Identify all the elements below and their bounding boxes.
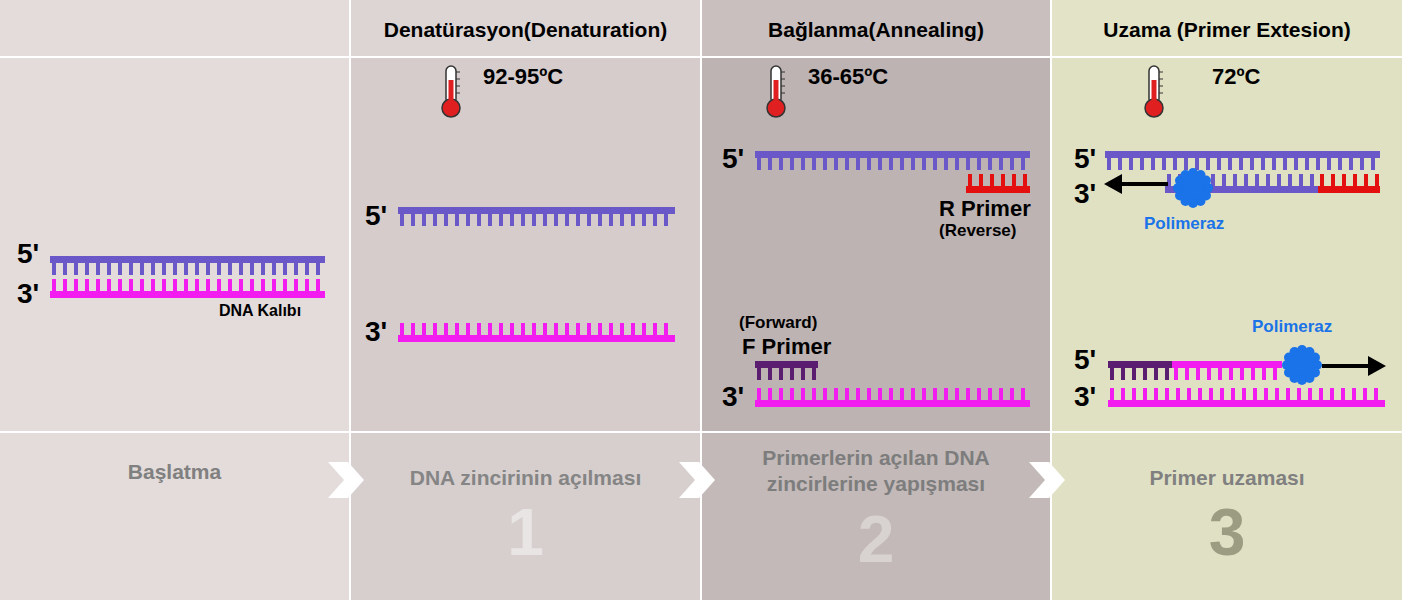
step-title: Denatürasyon(Denaturation) — [384, 17, 668, 43]
step-number: 2 — [858, 506, 895, 572]
chevron-connector — [1029, 462, 1065, 498]
step-caption: Başlatma — [128, 459, 221, 485]
header-cell: Denatürasyon(Denaturation) — [351, 0, 700, 56]
step-cell — [351, 433, 700, 600]
dna-strand — [50, 279, 325, 298]
dna-strand — [755, 151, 1030, 170]
strand-end: 5' — [722, 145, 744, 173]
step-cell — [1052, 433, 1402, 600]
panel-cell — [351, 58, 700, 431]
header-cell — [0, 0, 349, 56]
step-cell: Başlatma — [0, 433, 349, 600]
strand-end: 5' — [1074, 346, 1096, 374]
step-title: Bağlanma(Annealing) — [768, 17, 984, 43]
temperature: 72ºC — [1212, 66, 1260, 88]
chevron-connector — [679, 462, 715, 498]
step-number: 3 — [1209, 499, 1246, 565]
header-cell — [702, 0, 1050, 56]
primer-label: F Primer — [742, 336, 831, 358]
primer-note: (Forward) — [739, 314, 817, 331]
step-cell: Primerlerin açılan DNA zincirlerine yapı… — [702, 433, 1050, 600]
step-caption: DNA zincirinin açılması — [410, 465, 641, 491]
header-cell: Bağlanma(Annealing) — [702, 0, 1050, 56]
dna-strand — [50, 256, 325, 275]
panel-cell — [1052, 58, 1402, 431]
chevron-connector — [328, 462, 364, 498]
step-caption: Primer uzaması — [1149, 465, 1304, 491]
enzyme-label: Polimeraz — [1144, 215, 1224, 232]
polymerase-blob — [1173, 168, 1213, 208]
dna-strand — [1108, 361, 1172, 380]
thermometer-icon — [767, 66, 785, 117]
strand-end: 5' — [365, 202, 387, 230]
dna-strand — [966, 174, 1030, 193]
step-cell — [702, 433, 1050, 600]
thermometer-icon — [442, 66, 460, 117]
header-cell — [1052, 0, 1402, 56]
step-cell — [0, 433, 349, 600]
dna-strand — [1105, 151, 1380, 170]
enzyme-label: Polimeraz — [1252, 318, 1332, 335]
dna-strand — [1108, 388, 1385, 407]
step-caption: Primerlerin açılan DNA zincirlerine yapı… — [720, 445, 1032, 498]
strand-end: 3' — [1074, 180, 1096, 208]
panel-cell — [702, 58, 1050, 431]
direction-arrow — [1322, 356, 1386, 376]
dna-strand — [398, 207, 675, 226]
step-cell: Primer uzaması 3 — [1052, 433, 1402, 600]
strand-end: 3' — [365, 318, 387, 346]
dna-strand — [755, 388, 1030, 407]
strand-end: 3' — [17, 280, 39, 308]
step-number: 1 — [507, 499, 544, 565]
header-cell — [351, 0, 700, 56]
direction-arrow — [1104, 174, 1168, 194]
step-cell: DNA zincirinin açılması 1 — [351, 433, 700, 600]
polymerase-blob — [1282, 345, 1322, 385]
primer-label: R Primer — [939, 198, 1031, 220]
dna-strand — [398, 323, 675, 342]
strand-end: 5' — [1074, 145, 1096, 173]
header-cell: Uzama (Primer Extesion) — [1052, 0, 1402, 56]
strand-end: 5' — [17, 240, 39, 268]
dna-strand — [1318, 174, 1380, 193]
strand-end: 3' — [1074, 383, 1096, 411]
dna-strand — [1172, 361, 1282, 380]
thermometer-icon — [1145, 66, 1163, 117]
dna-strand — [755, 361, 818, 380]
primer-note: (Reverse) — [939, 222, 1017, 239]
temperature: 92-95ºC — [483, 66, 563, 88]
template-label: DNA Kalıbı — [219, 303, 301, 319]
temperature: 36-65ºC — [808, 66, 888, 88]
panel-cell — [0, 58, 349, 431]
step-title: Uzama (Primer Extesion) — [1103, 17, 1350, 43]
strand-end: 3' — [722, 383, 744, 411]
